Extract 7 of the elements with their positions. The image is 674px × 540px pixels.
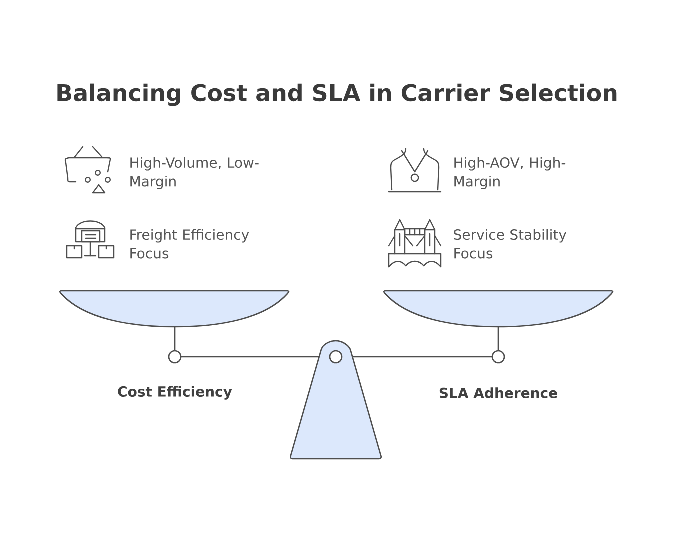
item-label: Freight Efficiency Focus <box>130 229 250 259</box>
item-label: High-AOV, High-Margin <box>454 157 566 190</box>
side-label: SLA Adherence <box>440 388 558 398</box>
side-label: Cost Efficiency <box>118 386 232 400</box>
item-label: High-Volume, Low-Margin <box>130 157 259 190</box>
item-label: Service Stability Focus <box>454 229 567 259</box>
title: Balancing Cost and SLA in Carrier Selection <box>58 84 617 106</box>
